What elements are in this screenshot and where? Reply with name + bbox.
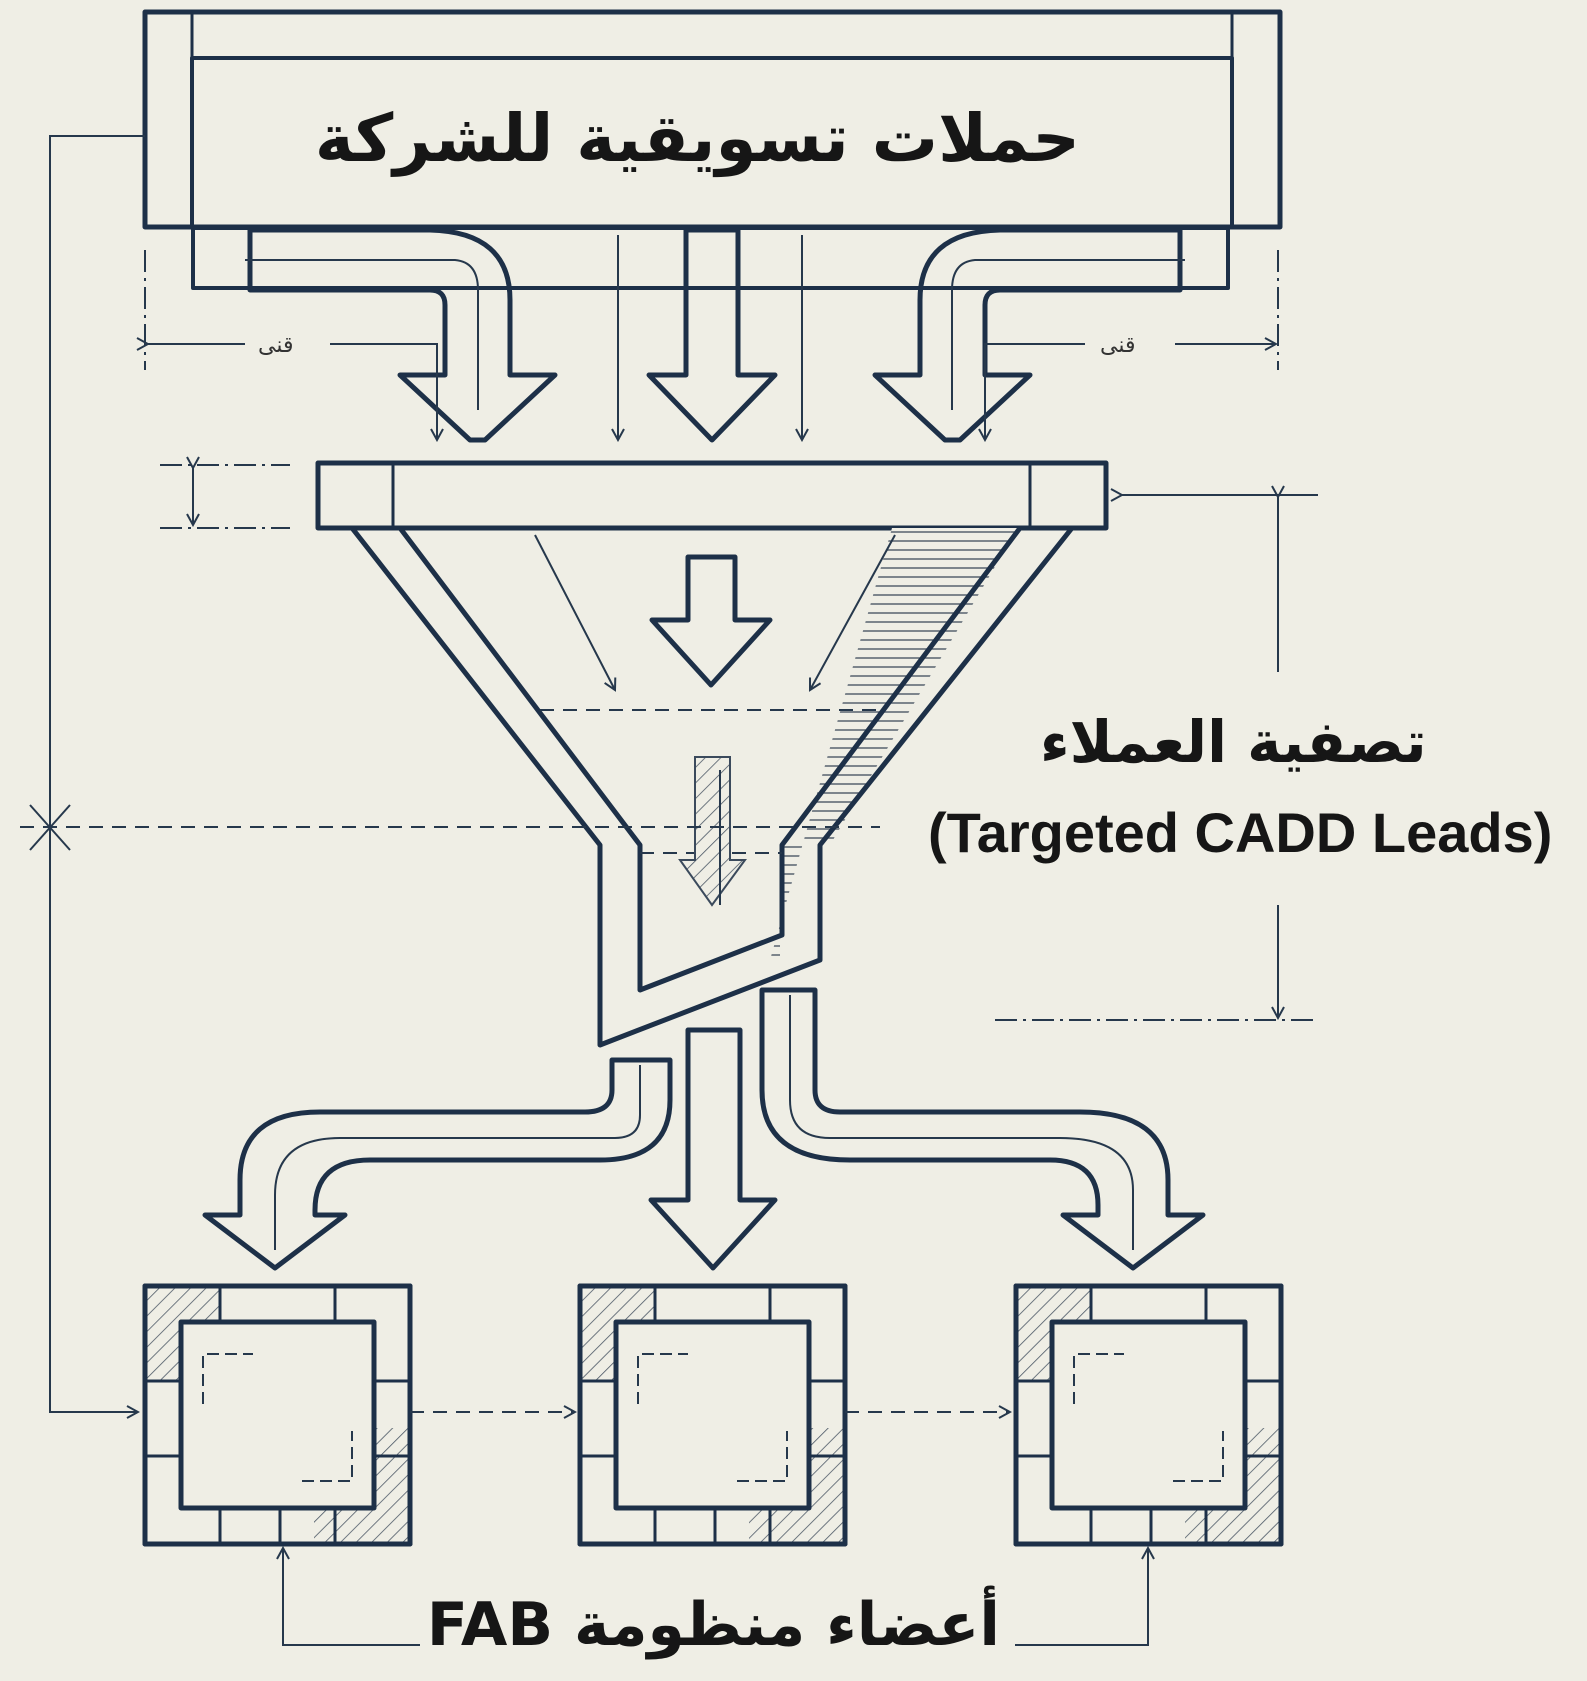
filter-label-arabic: تصفية العملاء bbox=[1040, 708, 1427, 776]
dimension-right bbox=[985, 250, 1279, 440]
rim-dimension bbox=[160, 465, 290, 529]
dimension-note-left: قنى bbox=[258, 333, 294, 358]
dimension-left bbox=[145, 250, 437, 440]
filter-label-english: (Targeted CADD Leads) bbox=[928, 801, 1553, 864]
members-bracket-right bbox=[1015, 1548, 1148, 1646]
input-arrow-right bbox=[872, 227, 1185, 443]
funnel-height-dimension bbox=[995, 495, 1318, 1021]
input-arrow-center bbox=[646, 227, 778, 443]
filter-funnel bbox=[315, 460, 1109, 1048]
output-arrow-left bbox=[202, 1057, 673, 1271]
campaign-box-base bbox=[191, 226, 1230, 290]
members-label: أعضاء منظومة FAB bbox=[426, 1590, 1000, 1660]
dimension-note-right: قنى bbox=[1100, 333, 1136, 358]
feedback-line bbox=[20, 135, 880, 1412]
campaign-title: حملات تسويقية للشركة bbox=[314, 100, 1080, 177]
members-bracket-left bbox=[283, 1548, 420, 1646]
output-arrow-center bbox=[648, 1027, 778, 1271]
input-arrow-left bbox=[245, 227, 558, 443]
member-box-3 bbox=[1013, 1283, 1284, 1547]
member-box-1 bbox=[142, 1283, 413, 1547]
output-arrow-right bbox=[759, 987, 1206, 1271]
member-box-2 bbox=[577, 1283, 848, 1547]
